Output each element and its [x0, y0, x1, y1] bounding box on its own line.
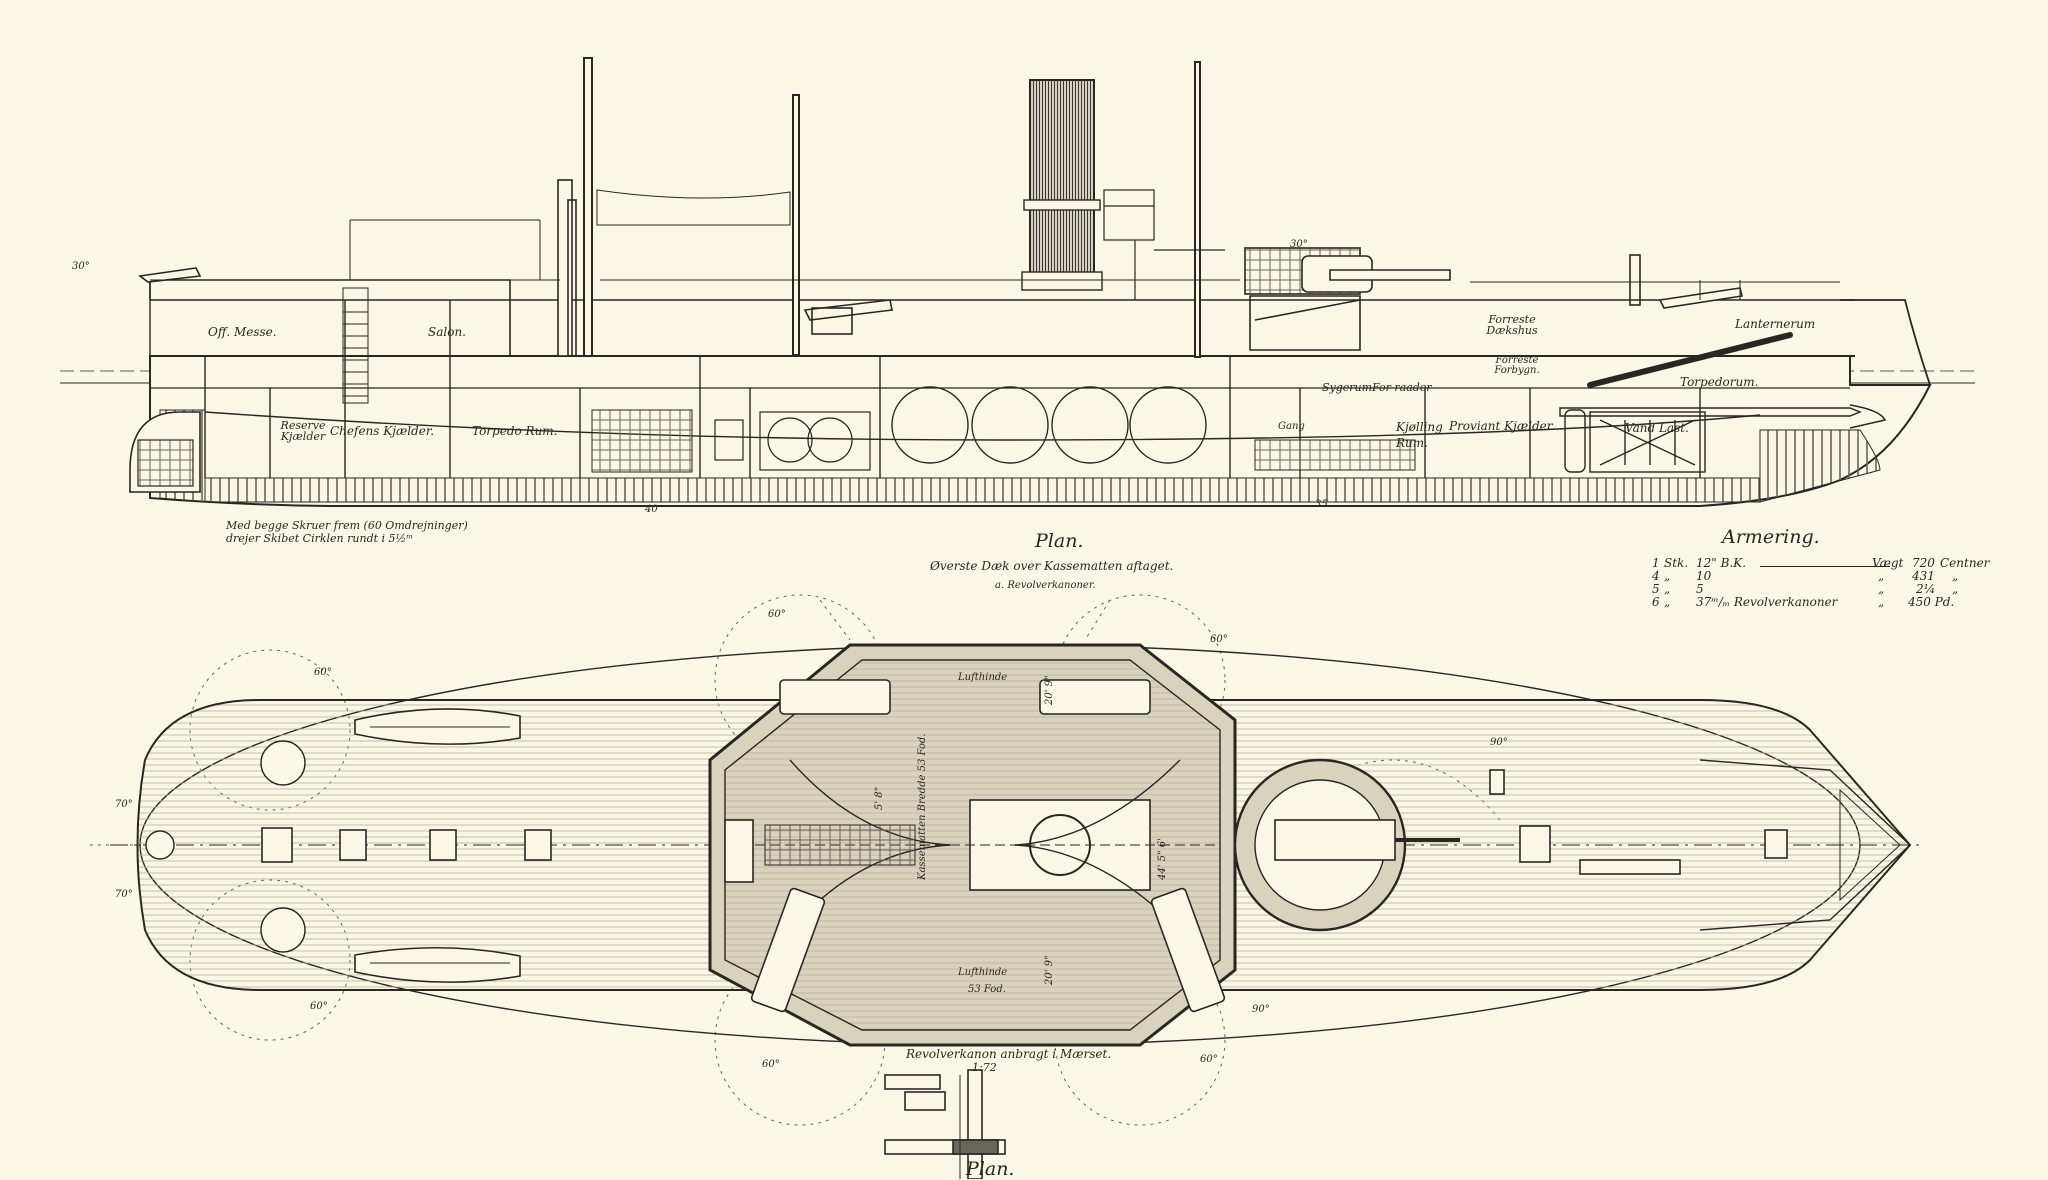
- angle-label: 70°: [115, 799, 133, 810]
- angle-label: 60°: [768, 609, 786, 620]
- label-dim-bottom: 20' 9": [1044, 955, 1055, 985]
- label-gang: Gang: [1278, 421, 1305, 432]
- plan-title: Plan.: [1035, 530, 1084, 552]
- armering-table: 1 Stk. 12" B.K. Vægt 720 Centner 4 „ 10 …: [1652, 556, 1990, 609]
- armering-row: 4 „ 10 „ 431 „: [1652, 569, 1959, 583]
- bow-deck: [1699, 759, 1912, 931]
- angle-label: 70°: [115, 889, 133, 900]
- rails: [150, 279, 1840, 300]
- armour-deck: [204, 411, 1761, 441]
- frame-40: 40: [645, 504, 658, 515]
- barbette-turret: [1244, 247, 1451, 351]
- angle-label: 60°: [314, 667, 332, 678]
- label-salon: Salon.: [428, 325, 466, 339]
- forward-barbette: [1233, 758, 1460, 932]
- label-dim-left: 5' 8": [874, 786, 885, 810]
- forward-torpedo-tube-upper: [1587, 332, 1793, 388]
- label-lufthinde-bottom: Lufthinde: [958, 967, 1008, 978]
- bow-ram: [1849, 404, 1887, 429]
- funnel: [1021, 79, 1103, 291]
- angle-label: 60°: [310, 1001, 328, 1012]
- label-torpedorum: Torpedorum.: [1680, 375, 1759, 389]
- label-torpedo-rum: Torpedo Rum.: [472, 424, 558, 438]
- label-lanternerum: Lanternerum: [1735, 317, 1816, 331]
- engine-room-machinery: [591, 409, 871, 473]
- boiler-3: [1051, 386, 1129, 464]
- armering-row: 1 Stk. 12" B.K. Vægt 720 Centner: [1652, 556, 1990, 570]
- ventilation-grating: [764, 824, 916, 866]
- label-dim-mid: 44' 5" 6': [1157, 838, 1168, 880]
- bow-hatch: [1759, 429, 1881, 503]
- bridge: [1103, 189, 1225, 300]
- double-bottom-hatch: [204, 477, 1761, 503]
- storage-racks: [1254, 439, 1416, 471]
- bow-torpedo-tube: [1559, 407, 1862, 417]
- label-proviant-kjaelder: Proviant Kjælder: [1449, 419, 1553, 433]
- plan-subtitle: Øverste Dæk over Kassematten aftaget.: [930, 559, 1174, 573]
- forecastle: [1840, 299, 1931, 386]
- boats: [354, 708, 521, 983]
- angle-label: 60°: [1210, 634, 1228, 645]
- awning: [596, 189, 791, 226]
- angle-label: 90°: [1252, 1004, 1270, 1015]
- masts: [583, 57, 1201, 358]
- mast-detail: [884, 1069, 1006, 1179]
- label-lufthinde-top: Lufthinde: [958, 672, 1008, 683]
- label-forreste-forbygn: Forreste Forbygn.: [1494, 355, 1540, 376]
- boiler-2: [971, 386, 1049, 464]
- turning-note-1: Med begge Skruer frem (60 Omdrejninger): [226, 519, 468, 532]
- label-53-fod: 53 Fod.: [968, 984, 1006, 995]
- angle-label: 30°: [1290, 239, 1308, 250]
- boiler-1: [891, 386, 969, 464]
- label-vand-last: Vand Last.: [1625, 421, 1689, 435]
- mast-detail-title: Plan.: [966, 1158, 1015, 1180]
- deck-guns: [137, 254, 1743, 335]
- casemate-guns: [724, 679, 1226, 1013]
- armering-title: Armering.: [1722, 526, 1820, 548]
- label-dim-top: 20' 9": [1044, 675, 1055, 705]
- ventilators: [557, 179, 577, 357]
- label-casemate-width: Kassematten Bredde 53 Fod.: [917, 733, 928, 880]
- stern-propeller-grille: [129, 411, 201, 493]
- angle-label: 30°: [72, 261, 90, 272]
- label-off-messe: Off. Messe.: [208, 325, 277, 339]
- armering-row: 5 „ 5 „ 2¼ „: [1652, 582, 1959, 596]
- water-tank: [1564, 409, 1706, 473]
- aft-stairs: [342, 287, 369, 404]
- label-chefens-kjaelder: Chefens Kjælder.: [330, 424, 435, 438]
- label-kjaelling-rum: Kjølling Rum.: [1396, 420, 1443, 450]
- plan-revolver-note: a. Revolverkanoner.: [995, 580, 1096, 591]
- boiler-4: [1129, 386, 1207, 464]
- plan-view: [90, 594, 1920, 1179]
- angle-label: 90°: [1490, 737, 1508, 748]
- angle-label: 60°: [762, 1059, 780, 1070]
- turning-note-2: drejer Skibet Cirklen rundt i 5½ᵐ: [226, 532, 413, 545]
- label-sygerum: Sygerum: [1322, 381, 1373, 394]
- label-forraader: For raader: [1372, 381, 1432, 394]
- mast-detail-scale: 1:72: [972, 1061, 997, 1074]
- mast-detail-caption: Revolverkanon anbragt i Mærset.: [906, 1047, 1112, 1061]
- frame-35: 35: [1315, 499, 1328, 510]
- deck-hatches: [261, 769, 1788, 875]
- label-reserve-kjaelder: Reserve Kjælder: [280, 419, 326, 443]
- side-elevation: [60, 57, 1975, 507]
- angle-label: 60°: [1200, 1054, 1218, 1065]
- armering-row: 6 „ 37ᵐ/ₘ Revolverkanoner „ 450 Pd.: [1652, 595, 1955, 609]
- label-forreste-daekshus: Forreste Dækshus: [1486, 313, 1538, 337]
- aft-superstructure: [149, 279, 511, 356]
